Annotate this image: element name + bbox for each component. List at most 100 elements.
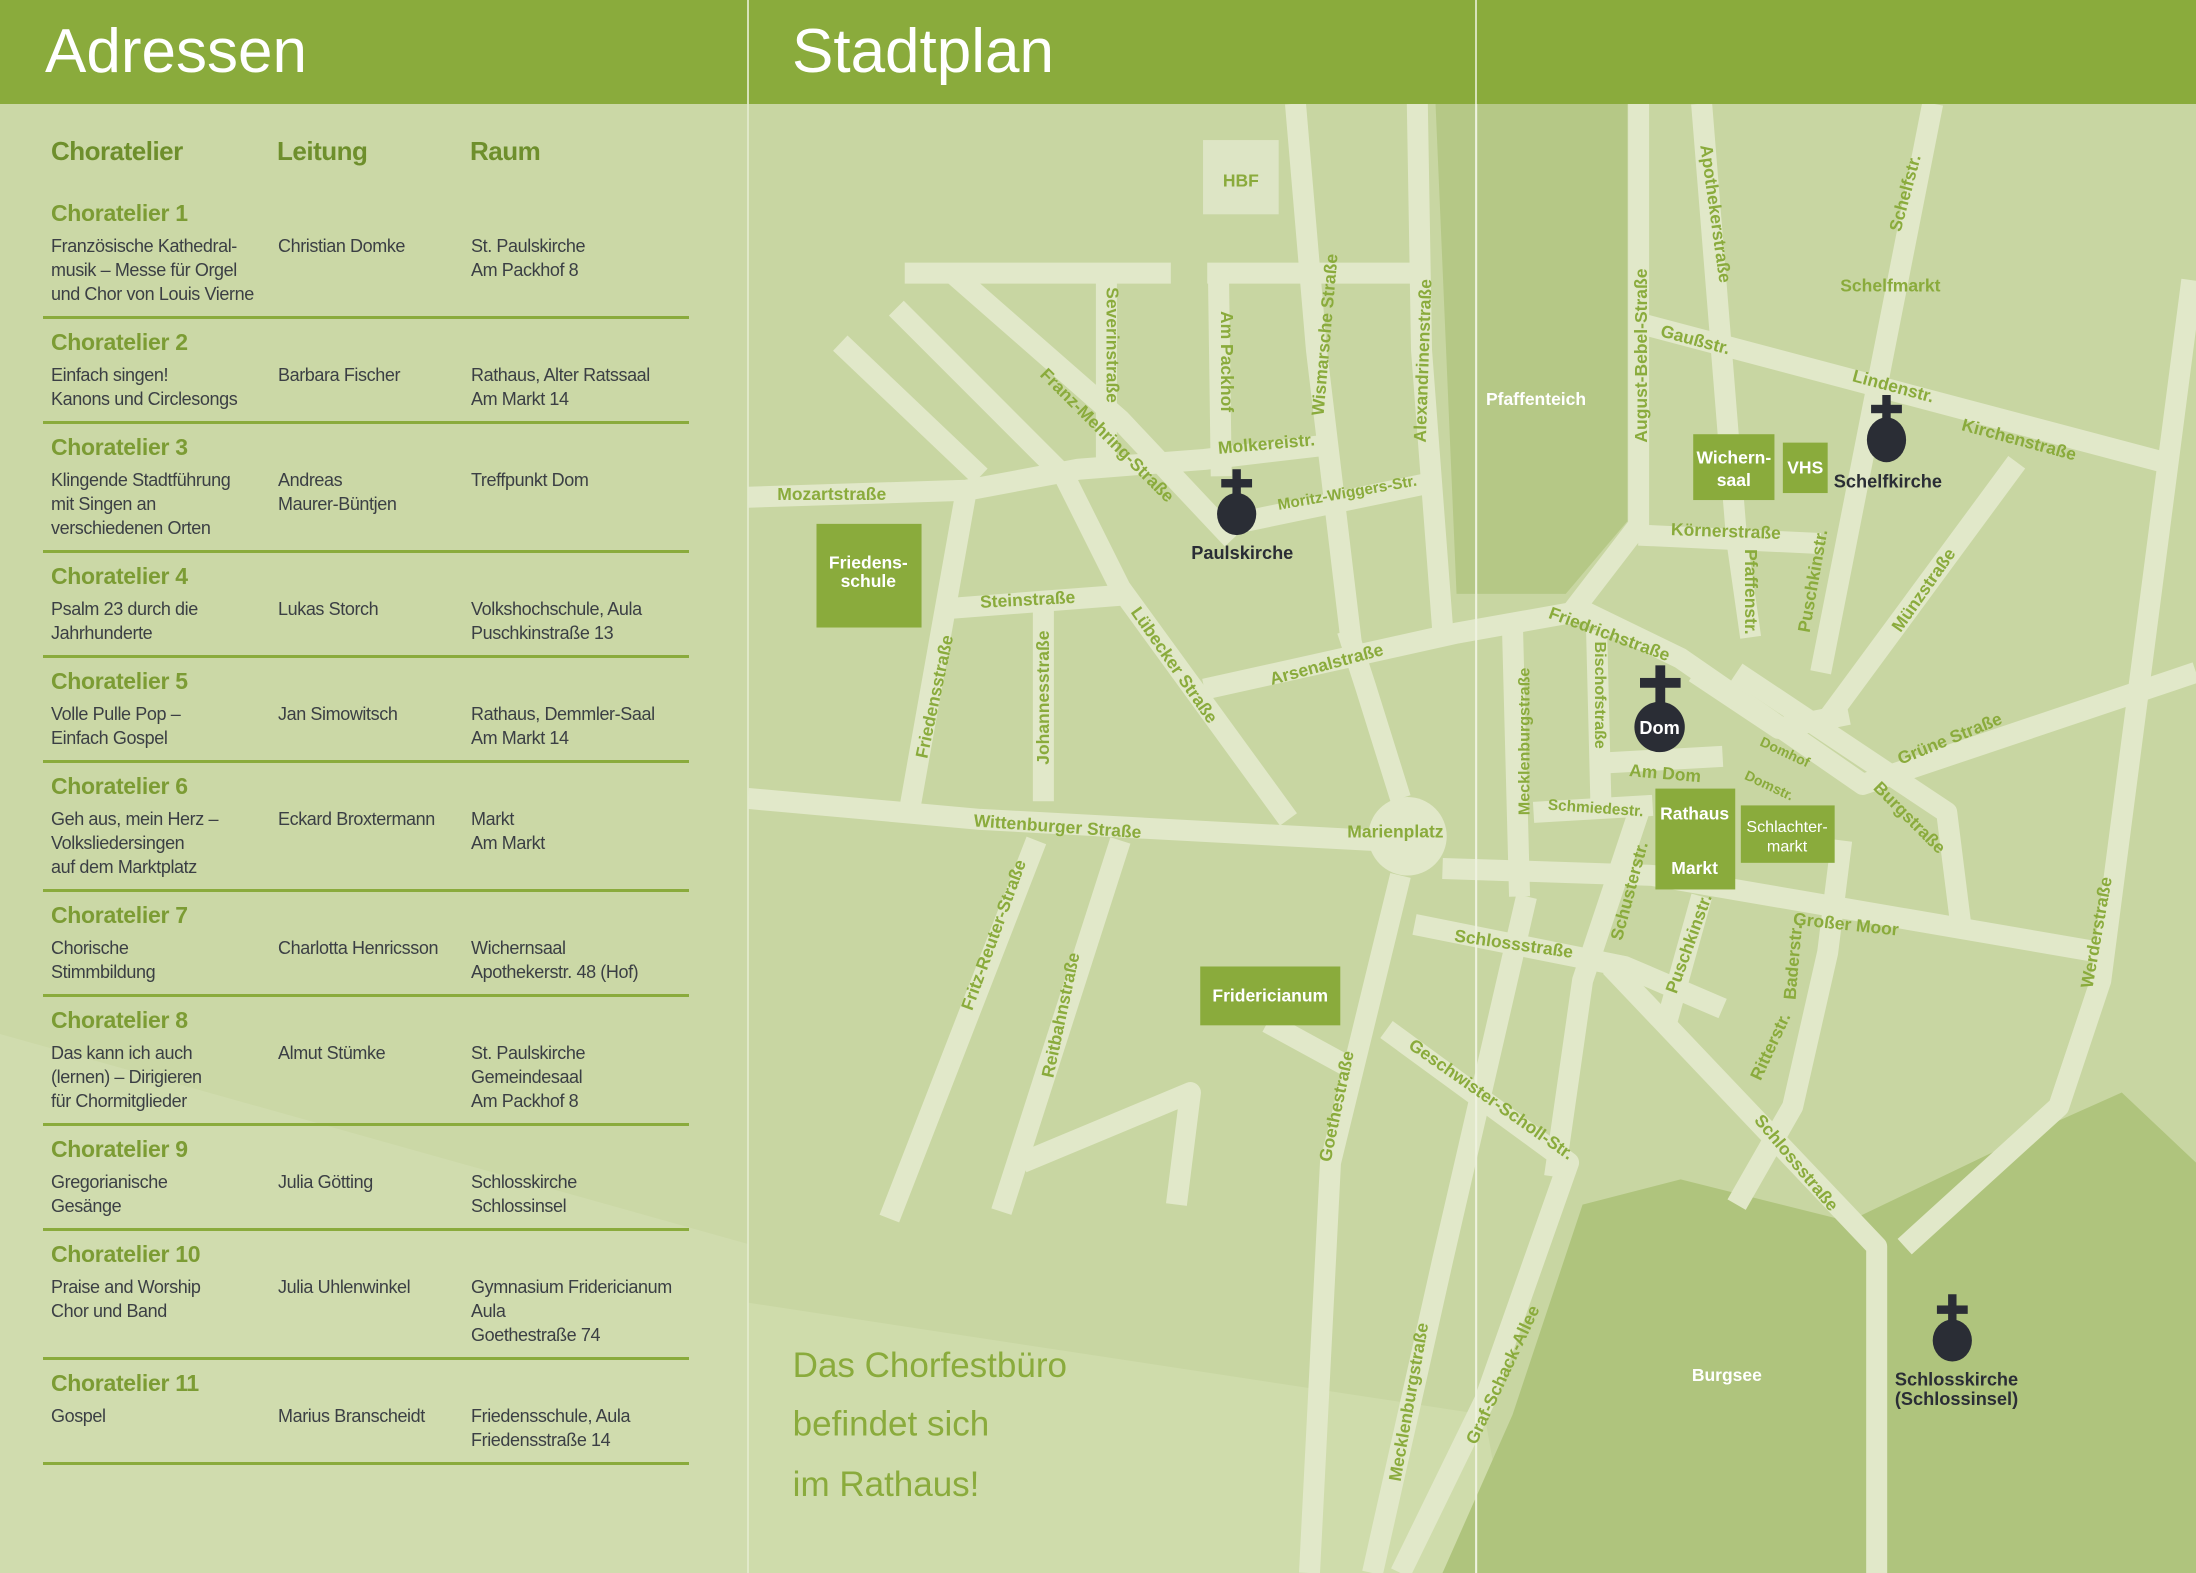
workshop-leader: Julia Götting <box>278 1172 373 1192</box>
workshop-title: Choratelier 6 <box>51 773 188 799</box>
workshop-row: Choratelier 10 Praise and Worship Chor u… <box>43 1231 689 1360</box>
workshop-row: Choratelier 7 Chorische Stimmbildung Cha… <box>43 892 689 997</box>
workshop-description: Einfach singen! Kanons und Circlesongs <box>51 365 238 409</box>
office-note: Das Chorfestbüro befindet sich im Rathau… <box>793 1346 1067 1504</box>
schlachtermarkt-label: Schlachter- <box>1746 818 1827 836</box>
workshop-description: Gospel <box>51 1406 106 1426</box>
workshop-room: Treffpunkt Dom <box>471 470 589 490</box>
workshop-row: Choratelier 3 Klingende Stadtführung mit… <box>43 424 689 553</box>
workshop-room: Friedensschule, Aula Friedensstraße 14 <box>471 1406 631 1450</box>
panel-divider <box>747 0 749 1573</box>
workshop-room: Rathaus, Demmler-Saal Am Markt 14 <box>471 704 655 748</box>
street-label: Mecklenburgstraße <box>1515 668 1533 816</box>
workshop-row: Choratelier 4 Psalm 23 durch die Jahrhun… <box>43 553 689 658</box>
workshop-row: Choratelier 9 Gregorianische Gesänge Jul… <box>43 1126 689 1231</box>
workshop-row: Choratelier 8 Das kann ich auch (lernen)… <box>43 997 689 1126</box>
schlachtermarkt-label-2: markt <box>1767 838 1808 856</box>
roads <box>747 103 2196 1573</box>
fridericianum-label: Fridericianum <box>1212 986 1328 1006</box>
schlachtermarkt-building[interactable]: Schlachter-markt <box>1740 805 1835 863</box>
workshop-description: Klingende Stadtführung mit Singen an ver… <box>51 470 231 538</box>
church-icon <box>1932 1294 1972 1362</box>
workshop-title: Choratelier 1 <box>51 200 188 226</box>
pfaffenteich-label: Pfaffenteich <box>1486 389 1586 409</box>
schlosskirche-label-2: (Schlossinsel) <box>1895 1389 2018 1409</box>
workshop-leader: Lukas Storch <box>278 599 379 619</box>
workshop-description: Französische Kathedral- musik – Messe fü… <box>51 236 254 304</box>
markt-label: Markt <box>1671 858 1718 878</box>
street-label: Steinstraße <box>980 587 1076 612</box>
street-label: Severinstraße <box>1102 287 1122 403</box>
column-header-room: Raum <box>470 136 541 166</box>
workshop-row: Choratelier 5 Volle Pulle Pop – Einfach … <box>43 658 689 763</box>
burgsee-lake <box>1442 1092 2196 1573</box>
vhs-building[interactable]: VHS <box>1782 442 1828 494</box>
address-panel: Choratelier Leitung Raum Choratelier 1 F… <box>0 104 748 1573</box>
church-icon <box>1634 665 1685 753</box>
workshop-leader: Barbara Fischer <box>278 365 401 385</box>
street-label: Bischofstraße <box>1591 642 1609 749</box>
workshop-leader: Andreas Maurer-Büntjen <box>278 470 397 514</box>
dom-church[interactable]: Dom <box>1634 665 1685 753</box>
vhs-label: VHS <box>1787 457 1823 477</box>
schelfmarkt-label: Schelfmarkt <box>1840 275 1940 295</box>
note-line: Das Chorfestbüro <box>793 1346 1067 1385</box>
street-label: Schmiedestr. <box>1547 797 1644 821</box>
workshop-leader: Jan Simowitsch <box>278 704 398 724</box>
workshop-room: St. Paulskirche Am Packhof 8 <box>471 236 586 280</box>
workshop-title: Choratelier 4 <box>51 563 188 589</box>
workshop-title: Choratelier 2 <box>51 329 188 355</box>
wichernsaal-building[interactable]: Wichern-saal <box>1693 434 1775 501</box>
schlosskirche-label: Schlosskirche <box>1895 1369 2018 1389</box>
workshop-title: Choratelier 8 <box>51 1007 188 1033</box>
workshop-description: Geh aus, mein Herz – Volksliedersingen a… <box>51 809 219 877</box>
hbf-building[interactable]: HBF <box>1203 140 1279 215</box>
street-label: Körnerstraße <box>1671 519 1782 543</box>
table-header: Choratelier Leitung Raum <box>0 136 748 176</box>
workshop-room: Wichernsaal Apothekerstr. 48 (Hof) <box>471 938 639 982</box>
workshop-leader: Eckard Broxtermann <box>278 809 435 829</box>
wichernsaal-label: Wichern- <box>1696 448 1771 468</box>
column-header-leader: Leitung <box>277 136 368 166</box>
workshop-description: Psalm 23 durch die Jahrhunderte <box>51 599 198 643</box>
street-label: Mozartstraße <box>777 484 886 504</box>
workshop-title: Choratelier 11 <box>51 1370 199 1396</box>
workshop-description: Chorische Stimmbildung <box>51 938 156 982</box>
rathaus-label: Rathaus <box>1660 803 1729 823</box>
street-label: Pfaffenstr. <box>1741 549 1761 635</box>
street-label: Johannesstraße <box>1033 630 1053 764</box>
workshop-room: St. Paulskirche Gemeindesaal Am Packhof … <box>471 1043 586 1111</box>
workshop-list: Choratelier 1 Französische Kathedral- mu… <box>43 190 689 1465</box>
street-label: August-Bebel-Straße <box>1631 268 1651 442</box>
workshop-title: Choratelier 7 <box>51 902 188 928</box>
workshop-title: Choratelier 3 <box>51 434 188 460</box>
dom-label: Dom <box>1639 718 1679 738</box>
friedensschule-building[interactable]: Friedens-schule <box>816 523 922 628</box>
workshop-leader: Christian Domke <box>278 236 406 256</box>
map-title: Stadtplan <box>792 17 1054 86</box>
schlosskirche-church[interactable]: Schlosskirche (Schlossinsel) <box>1895 1294 2018 1409</box>
friedensschule-label: Friedens- <box>829 553 908 573</box>
header-divider <box>1475 0 1477 104</box>
column-header-workshop: Choratelier <box>51 136 183 166</box>
workshop-description: Volle Pulle Pop – Einfach Gospel <box>51 704 181 748</box>
fridericianum-building[interactable]: Fridericianum <box>1200 966 1341 1026</box>
wichernsaal-label-2: saal <box>1717 470 1751 490</box>
church-icon <box>1866 395 1907 463</box>
workshop-leader: Almut Stümke <box>278 1043 386 1063</box>
marienplatz-circle <box>1368 797 1447 876</box>
paulskirche-church[interactable]: Paulskirche <box>1191 469 1293 563</box>
workshop-description: Praise and Worship Chor und Band <box>51 1277 201 1321</box>
workshop-row: Choratelier 2 Einfach singen! Kanons und… <box>43 319 689 424</box>
workshop-title: Choratelier 10 <box>51 1241 201 1267</box>
workshop-leader: Charlotta Henricsson <box>278 938 439 958</box>
workshop-room: Markt Am Markt <box>471 809 545 853</box>
workshop-description: Das kann ich auch (lernen) – Dirigieren … <box>51 1043 202 1111</box>
workshop-room: Schlosskirche Schlossinsel <box>471 1172 577 1216</box>
friedensschule-label-2: schule <box>841 571 897 591</box>
workshop-room: Gymnasium Fridericianum Aula Goethestraß… <box>471 1277 672 1345</box>
note-line: befindet sich <box>793 1405 990 1444</box>
schelfkirche-church[interactable]: Schelfkirche <box>1834 395 1942 491</box>
